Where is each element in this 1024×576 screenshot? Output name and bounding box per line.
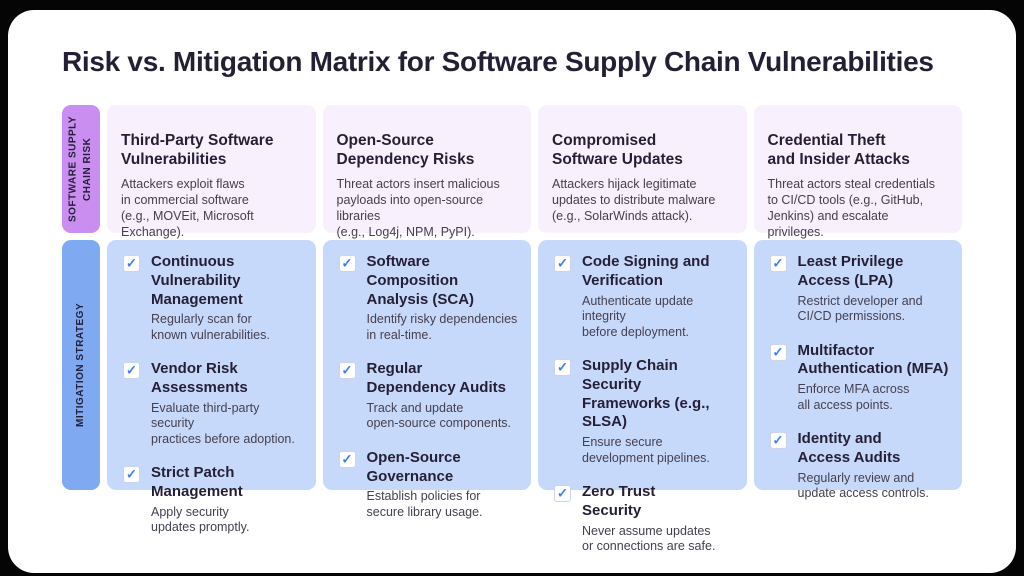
mitigation-description: Never assume updates or connections are … bbox=[582, 523, 716, 554]
risk-description: Threat actors insert malicious payloads … bbox=[336, 177, 500, 239]
risk-description: Threat actors steal credentials to CI/CD… bbox=[767, 177, 935, 239]
mitigation-item: ✓ Supply Chain Security Frameworks (e.g.… bbox=[554, 357, 735, 466]
mitigation-item: ✓ Least Privilege Access (LPA) Restrict … bbox=[769, 253, 951, 325]
checkbox-checked[interactable]: ✓ bbox=[123, 255, 140, 273]
risk-row-label-text: Software Supply Chain Risk bbox=[67, 116, 94, 223]
risk-title: Credential Theft and Insider Attacks bbox=[767, 132, 910, 169]
mitigation-cell-open-source: ✓ Software Composition Analysis (SCA) Id… bbox=[322, 240, 531, 519]
checkbox-checked[interactable]: ✓ bbox=[123, 466, 140, 484]
mitigation-title: Least Privilege Access (LPA) bbox=[797, 253, 904, 289]
mitigation-title: Continuous Vulnerability Management bbox=[151, 253, 243, 308]
checkbox-checked[interactable]: ✓ bbox=[554, 255, 571, 273]
checkbox-checked[interactable]: ✓ bbox=[769, 343, 787, 361]
mitigation-text: Software Composition Analysis (SCA) Iden… bbox=[367, 253, 520, 343]
check-icon: ✓ bbox=[772, 432, 784, 448]
mitigation-text: Multifactor Authentication (MFA) Enforce… bbox=[798, 342, 949, 414]
mitigation-description: Enforce MFA across all access points. bbox=[797, 382, 910, 412]
risk-cell-third-party: Third-Party Software Vulnerabilities Att… bbox=[107, 105, 316, 239]
risk-description: Attackers hijack legitimate updates to d… bbox=[552, 177, 716, 223]
mitigation-description: Establish policies for secure library us… bbox=[366, 489, 483, 519]
checkbox-checked[interactable]: ✓ bbox=[769, 255, 787, 273]
checkbox-checked[interactable]: ✓ bbox=[338, 362, 356, 380]
checkbox-checked[interactable]: ✓ bbox=[338, 450, 356, 468]
mitigation-text: Least Privilege Access (LPA) Restrict de… bbox=[798, 253, 923, 325]
mitigation-title: Code Signing and Verification bbox=[582, 253, 710, 289]
checkbox-checked[interactable]: ✓ bbox=[338, 255, 356, 273]
mitigation-text: Open-Source Governance Establish policie… bbox=[367, 449, 483, 521]
mitigation-title: Zero Trust Security bbox=[582, 483, 656, 519]
mitigation-title: Multifactor Authentication (MFA) bbox=[797, 341, 949, 378]
mitigation-cell-third-party: ✓ Continuous Vulnerability Management Re… bbox=[107, 240, 316, 534]
mitigation-description: Track and update open-source components. bbox=[366, 400, 512, 431]
checkbox-checked[interactable]: ✓ bbox=[123, 362, 140, 380]
check-icon: ✓ bbox=[557, 255, 568, 271]
mitigation-item: ✓ Software Composition Analysis (SCA) Id… bbox=[338, 253, 520, 343]
mitigation-item: ✓ Zero Trust Security Never assume updat… bbox=[554, 483, 735, 555]
mitigation-description: Restrict developer and CI/CD permissions… bbox=[797, 293, 923, 324]
risk-cell-open-source: Open-Source Dependency Risks Threat acto… bbox=[322, 105, 531, 239]
check-icon: ✓ bbox=[772, 255, 784, 271]
mitigation-cell-compromised-updates: ✓ Code Signing and Verification Authenti… bbox=[538, 240, 747, 553]
mitigation-title: Supply Chain Security Frameworks (e.g., … bbox=[582, 357, 710, 431]
mitigation-description: Evaluate third-party security practices … bbox=[151, 400, 295, 446]
mitigation-title: Strict Patch Management bbox=[151, 464, 243, 501]
mitigation-item: ✓ Strict Patch Management Apply security… bbox=[123, 464, 304, 536]
check-icon: ✓ bbox=[557, 359, 568, 375]
mitigation-item: ✓ Vendor Risk Assessments Evaluate third… bbox=[123, 360, 304, 447]
mitigation-description: Regularly review and update access contr… bbox=[797, 470, 929, 501]
risk-title: Open-Source Dependency Risks bbox=[336, 132, 475, 169]
mitigation-description: Apply security updates promptly. bbox=[151, 504, 250, 535]
risk-cell-compromised-updates: Compromised Software Updates Attackers h… bbox=[538, 105, 747, 234]
mitigation-row-label-text: Mitigation Strategy bbox=[74, 303, 86, 428]
check-icon: ✓ bbox=[341, 451, 353, 467]
checkbox-checked[interactable]: ✓ bbox=[554, 359, 571, 377]
check-icon: ✓ bbox=[557, 485, 568, 501]
checkbox-checked[interactable]: ✓ bbox=[554, 485, 571, 503]
mitigation-text: Supply Chain Security Frameworks (e.g., … bbox=[582, 357, 735, 466]
mitigation-title: Identity and Access Audits bbox=[797, 430, 901, 466]
mitigation-item: ✓ Continuous Vulnerability Management Re… bbox=[123, 253, 304, 343]
risk-cell-credential-theft: Credential Theft and Insider Attacks Thr… bbox=[753, 105, 962, 239]
checkbox-checked[interactable]: ✓ bbox=[769, 432, 787, 450]
check-icon: ✓ bbox=[126, 466, 137, 482]
check-icon: ✓ bbox=[772, 344, 784, 360]
risk-title: Third-Party Software Vulnerabilities bbox=[121, 132, 274, 169]
mitigation-text: Vendor Risk Assessments Evaluate third-p… bbox=[151, 360, 304, 447]
risk-title: Compromised Software Updates bbox=[552, 132, 683, 169]
mitigation-text: Zero Trust Security Never assume updates… bbox=[582, 483, 715, 555]
check-icon: ✓ bbox=[126, 362, 137, 378]
mitigation-text: Strict Patch Management Apply security u… bbox=[151, 464, 249, 536]
mitigation-text: Code Signing and Verification Authentica… bbox=[582, 253, 735, 340]
check-icon: ✓ bbox=[126, 255, 137, 271]
mitigation-row-label: Mitigation Strategy bbox=[62, 240, 100, 491]
risk-row-label: Software Supply Chain Risk bbox=[62, 105, 100, 234]
mitigation-item: ✓ Regular Dependency Audits Track and up… bbox=[338, 360, 520, 432]
check-icon: ✓ bbox=[341, 362, 353, 378]
mitigation-title: Open-Source Governance bbox=[366, 448, 461, 485]
mitigation-title: Regular Dependency Audits bbox=[366, 360, 506, 397]
infographic-card: Risk vs. Mitigation Matrix for Software … bbox=[8, 10, 1016, 573]
risk-mitigation-matrix: Software Supply Chain Risk Third-Party S… bbox=[62, 105, 962, 553]
mitigation-cell-credential-theft: ✓ Least Privilege Access (LPA) Restrict … bbox=[753, 240, 962, 500]
mitigation-item: ✓ Code Signing and Verification Authenti… bbox=[554, 253, 735, 340]
mitigation-item: ✓ Multifactor Authentication (MFA) Enfor… bbox=[769, 342, 951, 414]
mitigation-item: ✓ Open-Source Governance Establish polic… bbox=[338, 449, 520, 521]
check-icon: ✓ bbox=[341, 255, 353, 271]
mitigation-text: Regular Dependency Audits Track and upda… bbox=[367, 360, 512, 432]
mitigation-title: Software Composition Analysis (SCA) bbox=[366, 253, 475, 308]
page-title: Risk vs. Mitigation Matrix for Software … bbox=[62, 46, 934, 77]
mitigation-title: Vendor Risk Assessments bbox=[151, 360, 248, 397]
mitigation-description: Identify risky dependencies in real-time… bbox=[366, 312, 518, 342]
mitigation-description: Ensure secure development pipelines. bbox=[582, 435, 710, 465]
mitigation-description: Authenticate update integrity before dep… bbox=[582, 293, 694, 339]
mitigation-description: Regularly scan for known vulnerabilities… bbox=[151, 312, 270, 342]
mitigation-text: Continuous Vulnerability Management Regu… bbox=[151, 253, 304, 343]
mitigation-text: Identity and Access Audits Regularly rev… bbox=[798, 430, 929, 502]
risk-description: Attackers exploit flaws in commercial so… bbox=[121, 177, 254, 239]
mitigation-item: ✓ Identity and Access Audits Regularly r… bbox=[769, 430, 951, 502]
